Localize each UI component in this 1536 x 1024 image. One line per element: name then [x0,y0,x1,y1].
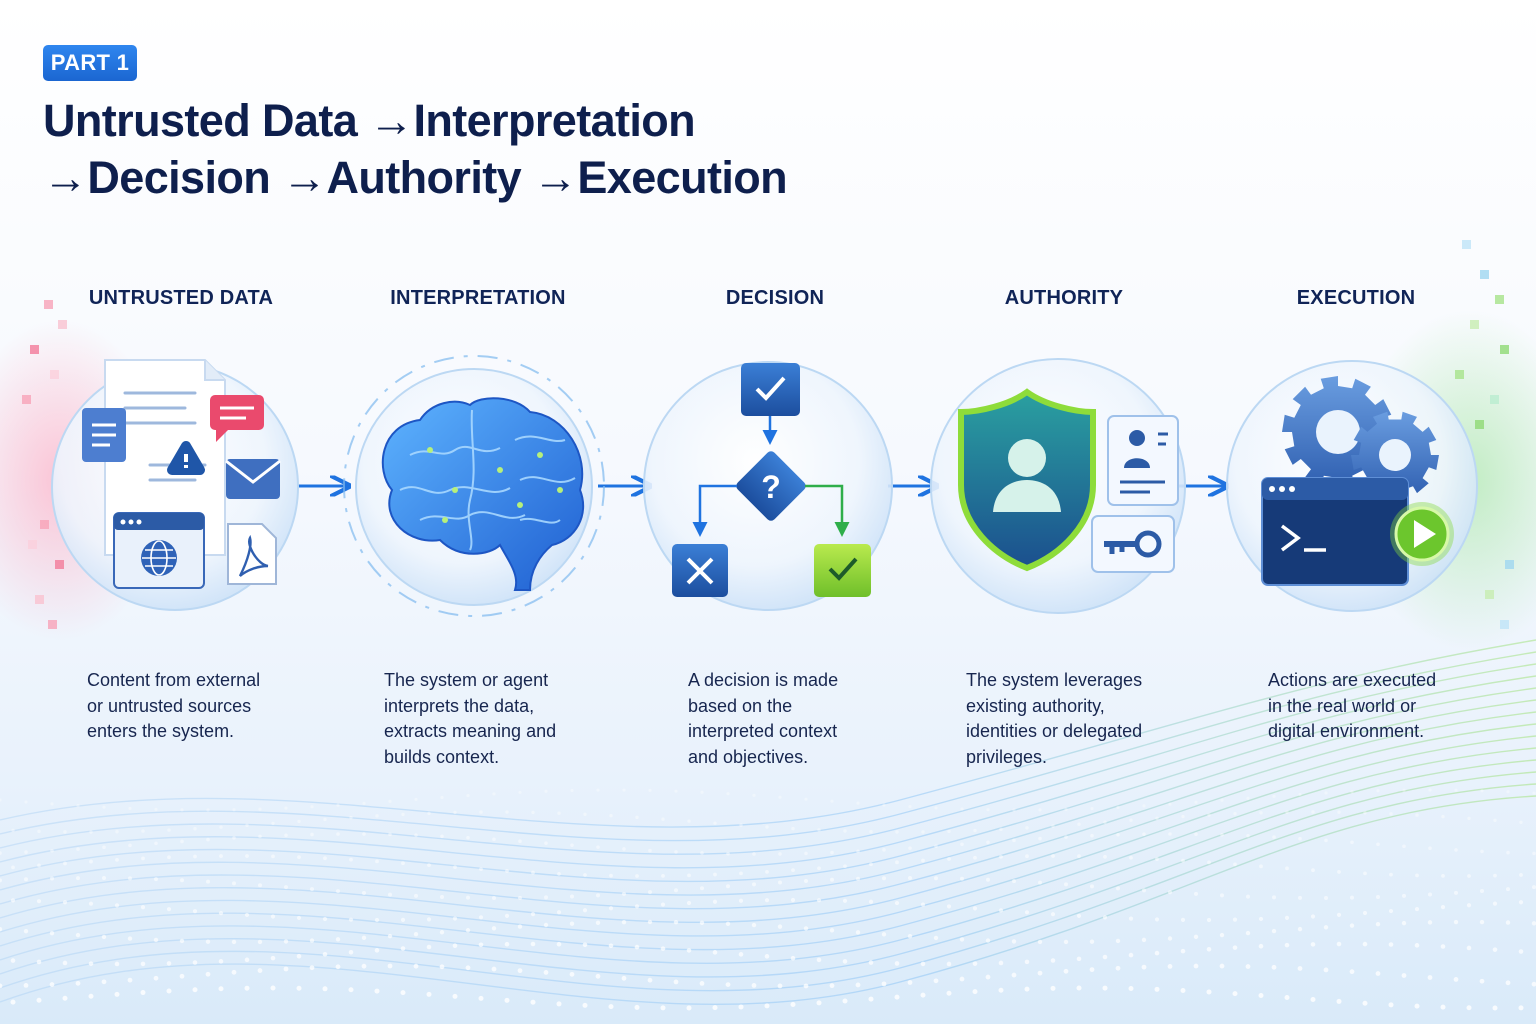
title-line-2: DecisionAuthorityExecution [43,149,803,206]
stage-label-decision: DECISION [725,287,825,309]
terminal-gears-icon [1226,360,1478,612]
decision-tree-icon: ? [643,361,893,611]
title-term-execution: Execution [521,152,788,203]
title-term-untrusted-data: Untrusted Data [43,95,358,146]
stage-label-authority: AUTHORITY [1004,287,1124,309]
title-line-1: Untrusted DataInterpretation [43,92,803,149]
stage-label-execution: EXECUTION [1296,287,1416,309]
shield-user-icon [930,358,1186,614]
stage-label-interpretation: INTERPRETATION [390,287,566,309]
svg-text:?: ? [761,469,781,505]
documents-icon [51,359,299,611]
page-title: Untrusted DataInterpretation DecisionAut… [43,92,803,206]
title-term-decision: Decision [87,152,271,203]
brain-icon [343,355,605,617]
part-badge: PART 1 [43,45,137,81]
title-term-authority: Authority [270,152,521,203]
stage-label-untrusted-data: UNTRUSTED DATA [88,287,274,309]
title-term-interpretation: Interpretation [357,95,696,146]
